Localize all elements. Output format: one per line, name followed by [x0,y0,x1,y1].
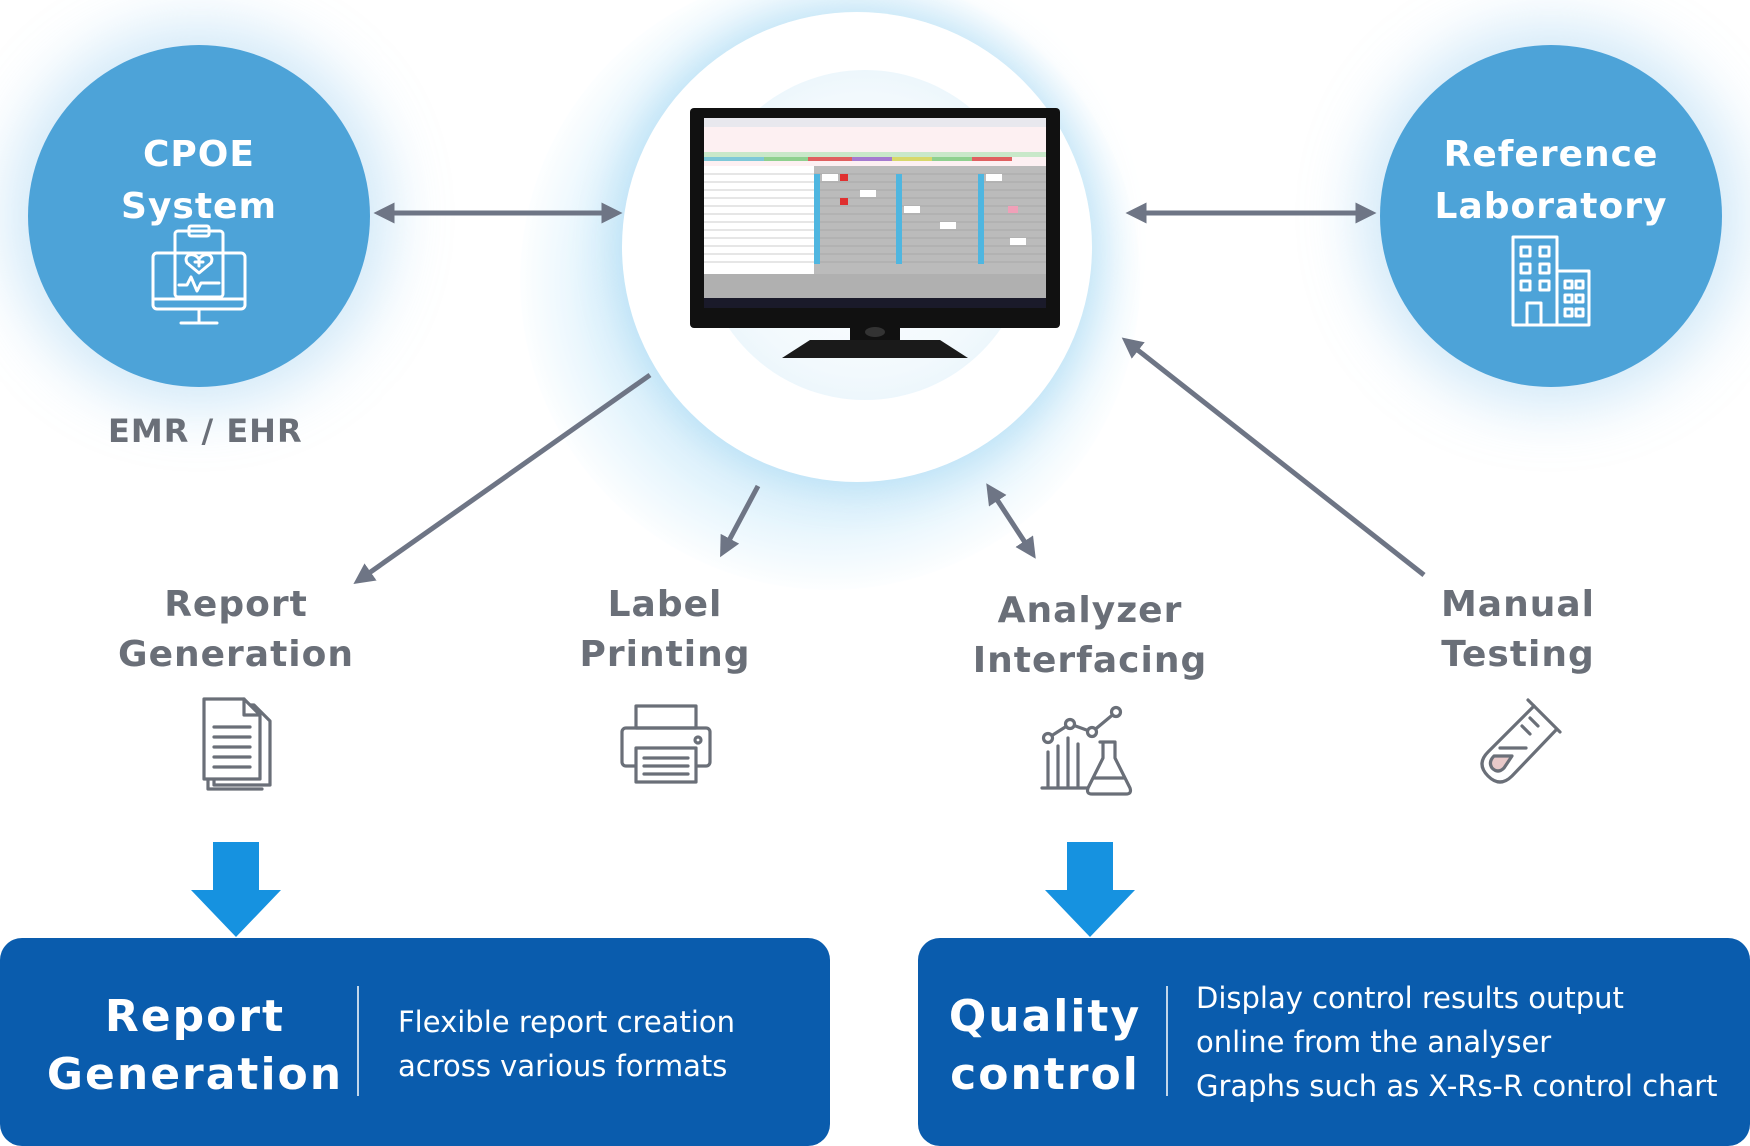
down-arrow-quality [1045,842,1135,937]
down-arrow-report [191,842,281,937]
reference-laboratory-circle: Reference Laboratory [1380,45,1722,387]
quality-box-desc-line-1: Display control results output [1196,981,1624,1015]
quality-box-desc-line-2: online from the analyser [1196,1025,1552,1059]
quality-box-desc-line-3: Graphs such as X-Rs-R control chart [1196,1069,1718,1103]
node-manual-testing-label: Manual Testing [1378,580,1658,680]
quality-control-box: Quality control Display control results … [918,938,1750,1146]
node-manual-testing-line-1: Manual [1440,584,1595,625]
cpoe-title-line-1: CPOE [143,134,255,175]
report-box-title: Report Generation [40,988,350,1104]
report-box-description: Flexible report creation across various … [398,1000,735,1088]
quality-box-description: Display control results output online fr… [1196,976,1718,1108]
report-box-title-line-1: Report [104,991,286,1042]
node-analyzer-interfacing-line-1: Analyzer [997,590,1183,631]
node-analyzer-interfacing-label: Analyzer Interfacing [950,586,1230,686]
node-report-generation-line-2: Generation [118,634,354,675]
reference-lab-title-line-1: Reference [1443,134,1659,175]
node-analyzer-interfacing-line-2: Interfacing [972,640,1208,681]
node-report-generation-line-1: Report [164,584,308,625]
report-generation-box: Report Generation Flexible report creati… [0,938,830,1146]
report-box-divider [357,986,359,1096]
computer-monitor [690,108,1060,358]
arrow-to-report-generation [353,372,652,585]
building-icon [1511,235,1591,327]
emr-ehr-label: EMR / EHR [108,412,303,450]
report-box-title-line-2: Generation [46,1049,344,1100]
quality-box-title-line-2: control [950,1049,1140,1100]
reference-lab-title-line-2: Laboratory [1434,186,1668,227]
arrow-analyzer-interfacing [986,483,1036,559]
quality-box-divider [1166,986,1168,1096]
arrow-to-label-printing [720,484,761,558]
printer-icon [620,704,712,784]
node-manual-testing-line-2: Testing [1441,634,1595,675]
quality-box-title-line-1: Quality [948,991,1142,1042]
report-box-desc-line-2: across various formats [398,1049,728,1083]
node-label-printing-line-2: Printing [579,634,751,675]
chart-flask-icon [1040,705,1133,796]
documents-icon [202,697,272,791]
arrow-from-manual-testing [1121,337,1426,577]
test-tube-icon [1480,698,1562,784]
node-report-generation-label: Report Generation [96,580,376,680]
node-label-printing-line-1: Label [607,584,723,625]
quality-box-title: Quality control [938,988,1152,1104]
cpoe-title-line-2: System [121,186,277,227]
node-label-printing-label: Label Printing [525,580,805,680]
monitor-clipboard-heart-icon [151,224,247,325]
cpoe-system-circle: CPOE System [28,45,370,387]
report-box-desc-line-1: Flexible report creation [398,1005,735,1039]
